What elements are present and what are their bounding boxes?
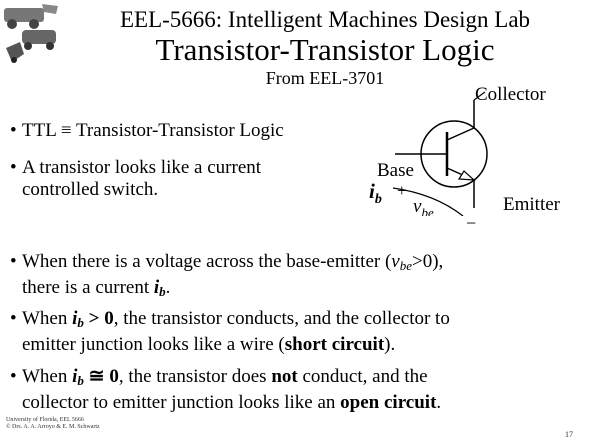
emitter-arrow-icon — [457, 170, 476, 181]
plus-sign: + — [397, 181, 407, 200]
ib-label: ib — [369, 179, 382, 207]
bullet-dot: • — [10, 157, 17, 178]
bullet-text-line2: collector to emitter junction looks like… — [22, 392, 442, 413]
bullet-switch: • A transistor looks like a current cont… — [10, 157, 261, 201]
page-number: 17 — [565, 430, 573, 439]
bullet-dot: • — [10, 120, 17, 141]
machines-logo-icon — [4, 4, 58, 63]
vbe-label: vbe — [413, 196, 434, 216]
emitter-label: Emitter — [503, 194, 561, 215]
slide-title: Transistor-Transistor Logic — [155, 32, 495, 67]
bullet-text-line1: When there is a voltage across the base-… — [22, 251, 444, 273]
collector-leader — [473, 91, 486, 101]
footer-line2: © Drs. A. A. Arroyo & E. M. Schwartz — [6, 424, 100, 430]
bullet-dot: • — [10, 251, 17, 272]
bullet-text-line2: there is a current ib. — [22, 277, 171, 299]
bullet-voltage: • When there is a voltage across the bas… — [10, 251, 443, 303]
bullet-dot: • — [10, 308, 17, 329]
bullet-conducts: • When ib > 0, the transistor conducts, … — [10, 308, 450, 356]
bullet-not-conduct: • When ib ≅ 0, the transistor does not c… — [10, 366, 441, 414]
bullet-ttl: • TTL ≡ Transistor-Transistor Logic — [10, 120, 284, 142]
bullet-text-line2: controlled switch. — [22, 179, 159, 200]
vbe-arrow — [392, 187, 464, 216]
bullet-text-line1: When ib ≅ 0, the transistor does not con… — [22, 366, 428, 388]
bullet-text: TTL ≡ Transistor-Transistor Logic — [22, 120, 284, 141]
footer-line1: University of Florida, EEL 5666 — [6, 417, 84, 423]
footer-credits: University of Florida, EEL 5666 © Drs. A… — [6, 417, 100, 431]
transistor-diagram: Collector Base ib + vbe Emitter — [369, 84, 561, 216]
bullet-text-line1: When ib > 0, the transistor conducts, an… — [22, 308, 450, 330]
bullet-dot: • — [10, 366, 17, 387]
course-title: EEL-5666: Intelligent Machines Design La… — [119, 7, 531, 32]
bullet-text-line2: emitter junction looks like a wire (shor… — [22, 334, 396, 355]
collector-arm — [446, 127, 475, 141]
base-label: Base — [377, 160, 414, 181]
slide-subtitle: From EEL-3701 — [265, 68, 385, 88]
collector-label: Collector — [475, 84, 546, 105]
bullet-text-line1: A transistor looks like a current — [22, 157, 262, 178]
minus-sign: − — [466, 213, 477, 233]
